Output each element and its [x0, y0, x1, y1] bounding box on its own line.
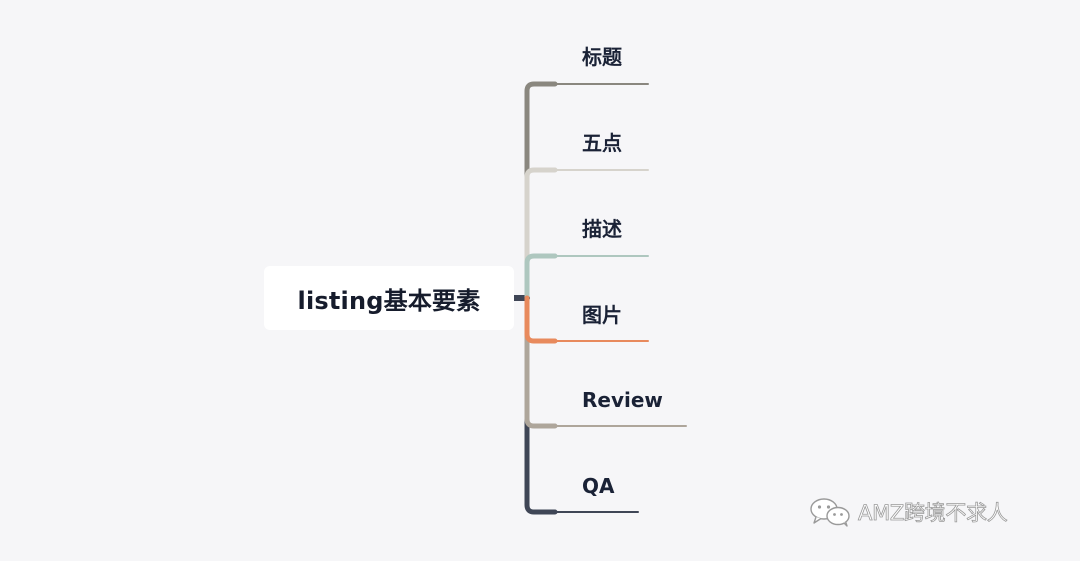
watermark: AMZ跨境不求人 — [808, 497, 1009, 527]
branch-connector — [524, 81, 558, 301]
branch-label-qa[interactable]: QA — [582, 474, 615, 498]
root-label: listing基本要素 — [297, 286, 481, 315]
wechat-icon — [810, 498, 850, 527]
branch-label-title[interactable]: 标题 — [582, 45, 622, 69]
branch-label-images[interactable]: 图片 — [582, 303, 622, 327]
branch-connector — [524, 167, 558, 301]
watermark-text: AMZ跨境不求人 — [858, 501, 1009, 526]
branch-label-bullet-points[interactable]: 五点 — [582, 131, 622, 155]
root-node[interactable]: listing基本要素 — [264, 266, 514, 330]
branch-connector — [524, 295, 558, 429]
branch-connector — [524, 253, 558, 301]
branch-label-description[interactable]: 描述 — [582, 217, 622, 241]
branch-label-review[interactable]: Review — [582, 388, 663, 412]
branch-connector — [524, 295, 558, 344]
branch-connector — [524, 295, 558, 515]
